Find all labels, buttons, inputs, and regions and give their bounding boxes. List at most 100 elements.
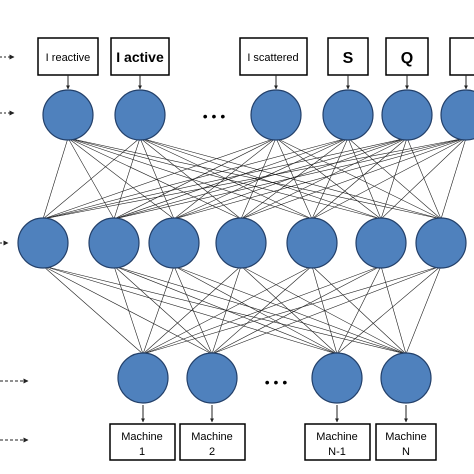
layer-indicator-arrows xyxy=(0,54,29,443)
connection-line xyxy=(139,137,242,220)
output-node xyxy=(117,352,169,404)
connection-line xyxy=(67,137,242,220)
output-feed-arrows xyxy=(141,405,408,423)
connection-line xyxy=(240,137,277,220)
connection-line xyxy=(211,265,382,355)
nodes xyxy=(17,89,474,404)
hidden-node xyxy=(355,217,407,269)
machine-label: Machine xyxy=(385,431,427,443)
connection-line xyxy=(42,137,467,220)
machine-box-n: Machine N xyxy=(375,423,437,461)
connection-line xyxy=(240,265,407,355)
input-node xyxy=(322,89,374,141)
connection-line xyxy=(42,265,213,355)
connection-line xyxy=(42,137,69,220)
output-node xyxy=(186,352,238,404)
output-ellipsis: • • • xyxy=(265,374,288,390)
input-ellipsis: • • • xyxy=(203,108,226,124)
machine-number: 2 xyxy=(209,446,215,458)
connection-line xyxy=(113,265,407,355)
hidden-node xyxy=(215,217,267,269)
connection-line xyxy=(113,265,144,355)
connection-lines xyxy=(42,137,467,355)
connection-line xyxy=(347,137,442,220)
connection-line xyxy=(173,265,407,355)
connection-line xyxy=(173,137,467,220)
machine-number: 1 xyxy=(139,446,145,458)
input-node xyxy=(250,89,302,141)
connection-line xyxy=(142,265,442,355)
connection-line xyxy=(311,137,349,220)
input-node xyxy=(440,89,474,141)
input-box-i-reactive: I reactive xyxy=(37,37,99,76)
connection-line xyxy=(380,137,467,220)
hidden-node xyxy=(286,217,338,269)
connection-line xyxy=(42,265,407,355)
connection-line xyxy=(142,265,313,355)
input-node xyxy=(42,89,94,141)
connection-line xyxy=(275,137,382,220)
connection-line xyxy=(440,137,467,220)
connection-line xyxy=(311,137,467,220)
machine-number: N-1 xyxy=(328,446,346,458)
connection-line xyxy=(42,137,141,220)
connection-line xyxy=(173,265,338,355)
machine-box-n-1: Machine N-1 xyxy=(304,423,371,461)
connection-line xyxy=(113,137,467,220)
connection-line xyxy=(113,265,213,355)
output-node xyxy=(380,352,432,404)
connection-line xyxy=(240,137,349,220)
hidden-node xyxy=(415,217,467,269)
connection-line xyxy=(211,265,242,355)
input-label: I reactive xyxy=(46,52,91,64)
connection-line xyxy=(380,265,407,355)
connection-line xyxy=(113,137,349,220)
input-box-i-scattered: I scattered xyxy=(239,37,308,76)
connection-line xyxy=(113,137,408,220)
input-label: I active xyxy=(116,49,164,65)
connection-line xyxy=(173,265,213,355)
machine-box-2: Machine 2 xyxy=(179,423,246,461)
input-box-s: S xyxy=(327,37,369,76)
connection-line xyxy=(42,137,277,220)
machine-number: N xyxy=(402,446,410,458)
machine-label: Machine xyxy=(191,431,233,443)
input-box-cropped xyxy=(449,37,474,76)
machine-label: Machine xyxy=(121,431,163,443)
connection-line xyxy=(113,137,141,220)
connection-line xyxy=(42,137,408,220)
connection-line xyxy=(211,265,442,355)
connection-line xyxy=(139,137,175,220)
connection-line xyxy=(240,265,338,355)
input-box-i-active: I active xyxy=(110,37,170,76)
hidden-node xyxy=(88,217,140,269)
connection-line xyxy=(67,137,115,220)
machine-box-1: Machine 1 xyxy=(109,423,176,461)
hidden-node xyxy=(17,217,69,269)
input-feed-arrows xyxy=(66,75,468,90)
connection-line xyxy=(67,137,313,220)
connection-line xyxy=(336,265,442,355)
connection-line xyxy=(67,137,175,220)
connection-line xyxy=(240,137,408,220)
connection-line xyxy=(336,265,382,355)
connection-line xyxy=(142,265,382,355)
input-label: S xyxy=(343,50,354,67)
connection-line xyxy=(240,137,467,220)
machine-label: Machine xyxy=(316,431,358,443)
connection-line xyxy=(380,137,408,220)
connection-line xyxy=(42,137,349,220)
hidden-node xyxy=(148,217,200,269)
connection-line xyxy=(275,137,442,220)
connection-line xyxy=(142,265,175,355)
connection-line xyxy=(142,265,242,355)
connection-line xyxy=(275,137,313,220)
input-node xyxy=(114,89,166,141)
connection-line xyxy=(42,265,338,355)
connection-line xyxy=(42,265,144,355)
output-node xyxy=(311,352,363,404)
connection-line xyxy=(311,265,338,355)
connection-line xyxy=(405,265,442,355)
input-label: Q xyxy=(401,50,413,67)
